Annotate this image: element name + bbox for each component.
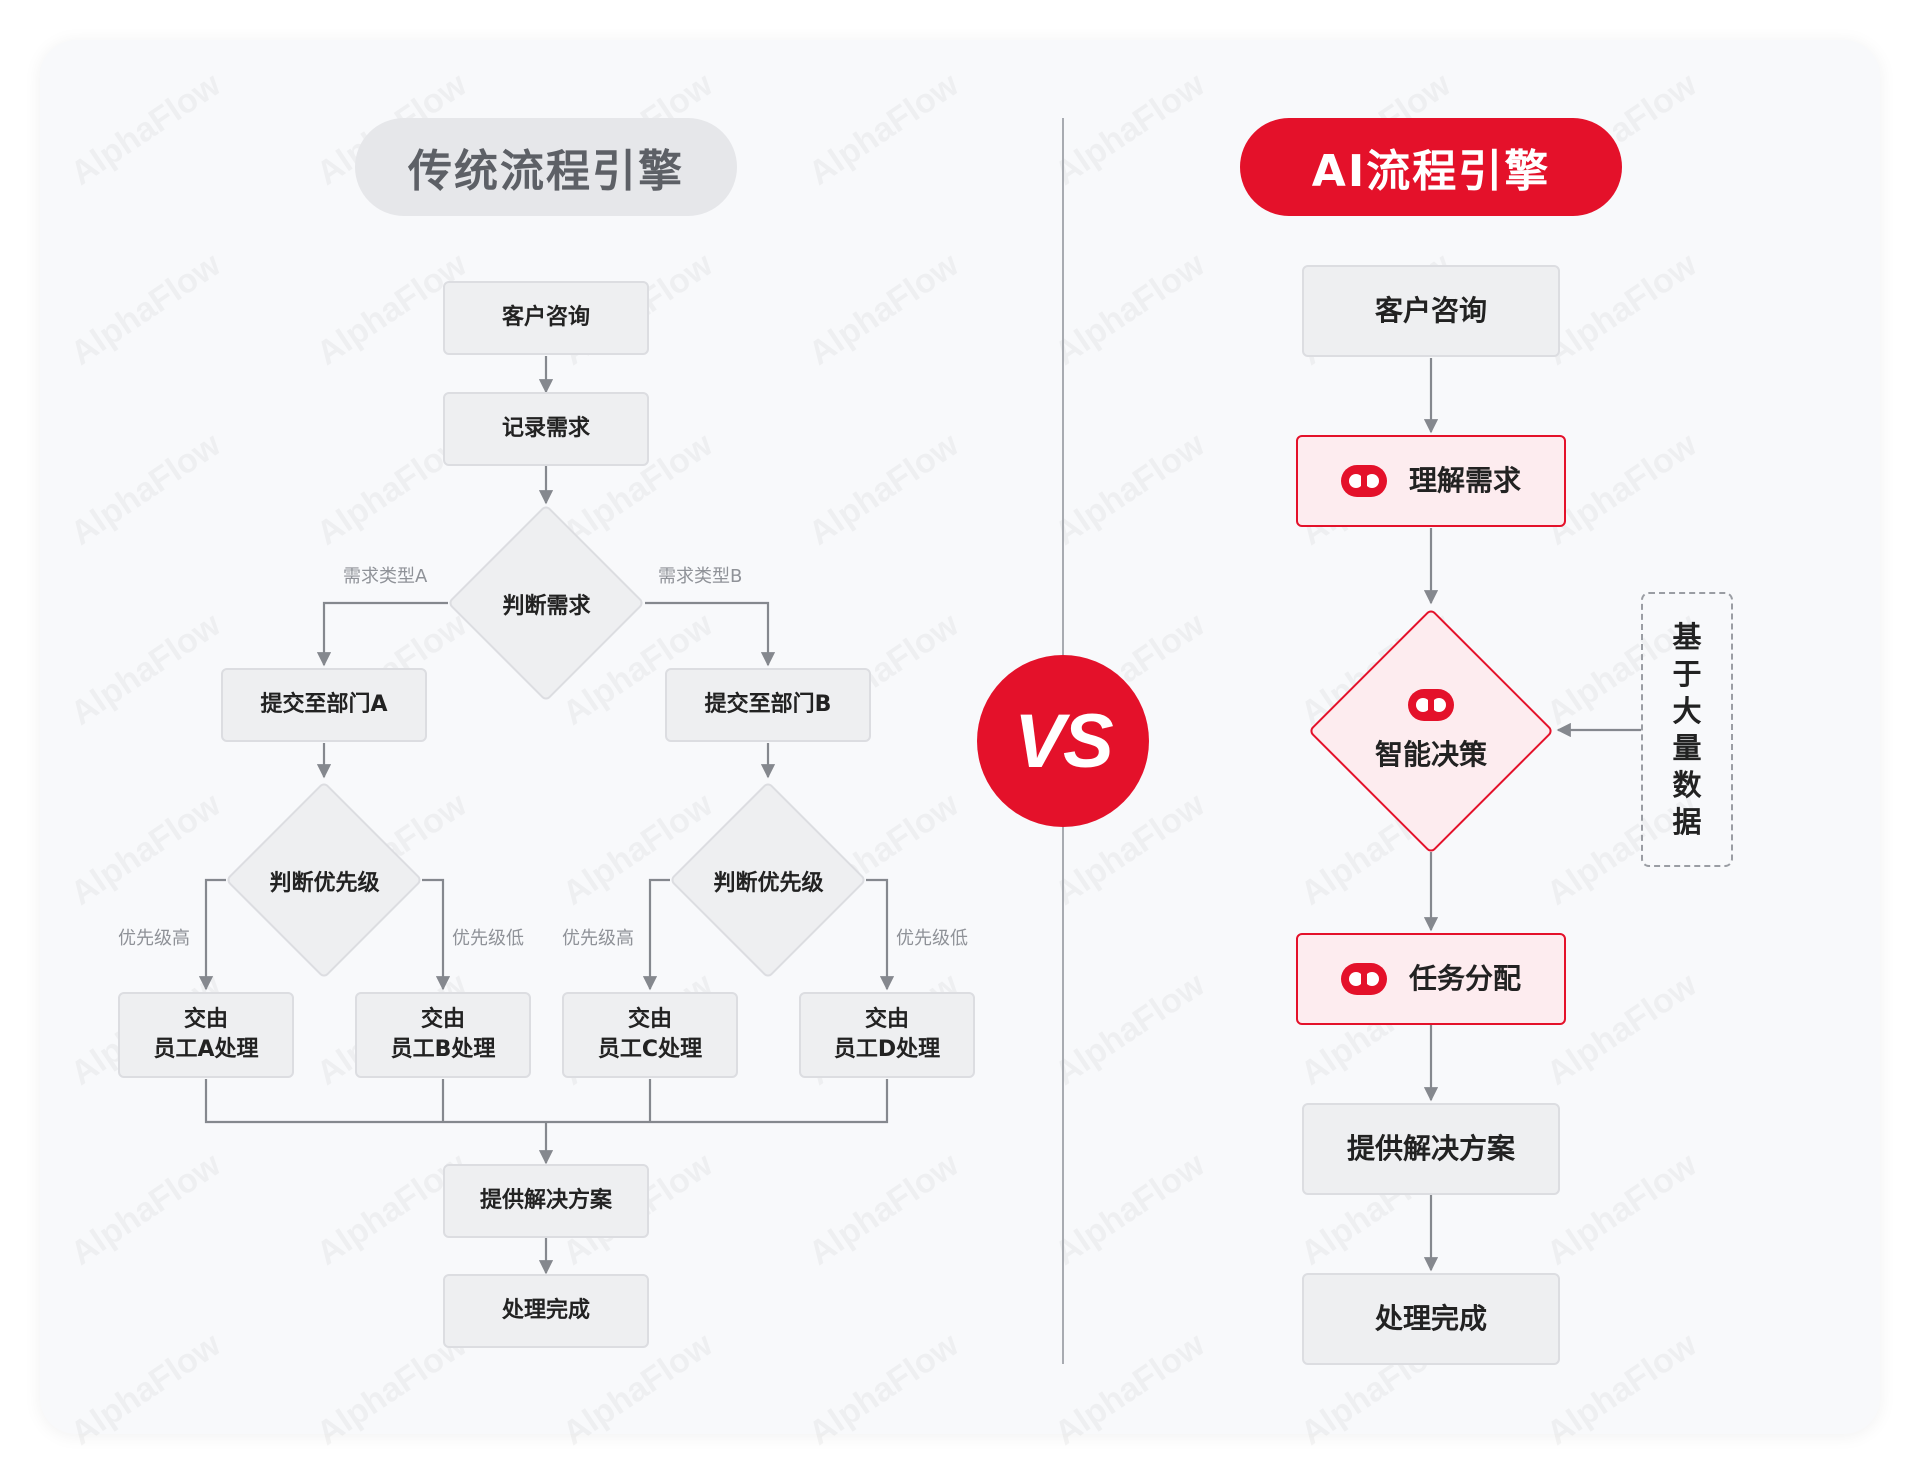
node-submit-dept-b: 提交至部门B xyxy=(665,668,871,742)
node-record-need: 记录需求 xyxy=(443,392,649,466)
ai-node-customer-consult: 客户咨询 xyxy=(1302,265,1560,357)
note-char: 基 xyxy=(1672,619,1702,654)
ai-node-understand-need: 理解需求 xyxy=(1296,435,1566,527)
node-customer-consult: 客户咨询 xyxy=(443,281,649,355)
decision-label: 智能决策 xyxy=(1374,738,1487,771)
decision-priority-b: 判断优先级 xyxy=(669,781,867,979)
decision-judge-need: 判断需求 xyxy=(447,504,645,702)
decision-label: 判断优先级 xyxy=(269,870,380,896)
note-char: 数 xyxy=(1672,767,1702,802)
ai-node-task-assign: 任务分配 xyxy=(1296,933,1566,1025)
vs-badge: VS xyxy=(977,655,1149,827)
connector-judge-dept-a xyxy=(316,601,448,667)
note-char: 于 xyxy=(1672,656,1702,691)
big-data-note: 基 于 大 量 数 据 xyxy=(1641,592,1733,867)
connector-priority-a-emp-a xyxy=(198,878,226,991)
decision-label: 判断需求 xyxy=(502,593,591,619)
edge-label-high-2: 优先级高 xyxy=(562,928,634,949)
node-process-done: 处理完成 xyxy=(443,1274,649,1348)
traditional-engine-title: 传统流程引擎 xyxy=(355,118,737,216)
decision-priority-a: 判断优先级 xyxy=(225,781,423,979)
edge-label-type-a: 需求类型A xyxy=(343,566,428,587)
connector-priority-b-emp-c xyxy=(642,878,670,991)
ai-node-provide-solution: 提供解决方案 xyxy=(1302,1103,1560,1195)
ai-decision-smart: 智能决策 xyxy=(1307,607,1555,855)
note-char: 大 xyxy=(1672,693,1702,728)
decision-label: 判断优先级 xyxy=(713,870,824,896)
node-provide-solution: 提供解决方案 xyxy=(443,1164,649,1238)
note-char: 据 xyxy=(1672,804,1702,839)
ai-engine-title: AI流程引擎 xyxy=(1240,118,1622,216)
connector-judge-dept-b xyxy=(645,601,776,667)
decision-shape xyxy=(1307,607,1555,855)
edge-label-type-b: 需求类型B xyxy=(658,566,743,587)
connector-merge xyxy=(204,1079,889,1124)
ai-node-process-done: 处理完成 xyxy=(1302,1273,1560,1365)
connector-priority-a-emp-b xyxy=(422,878,451,991)
node-employee-d: 交由员工D处理 xyxy=(799,992,975,1078)
node-submit-dept-a: 提交至部门A xyxy=(221,668,427,742)
robot-icon xyxy=(1408,689,1454,721)
edge-label-high-1: 优先级高 xyxy=(118,928,190,949)
edge-label-low-1: 优先级低 xyxy=(452,928,524,949)
node-employee-a: 交由员工A处理 xyxy=(118,992,294,1078)
robot-icon xyxy=(1340,963,1387,995)
connector-priority-b-emp-d xyxy=(866,878,895,991)
node-employee-b: 交由员工B处理 xyxy=(355,992,531,1078)
edge-label-low-2: 优先级低 xyxy=(896,928,968,949)
note-char: 量 xyxy=(1672,730,1702,765)
robot-icon xyxy=(1340,465,1387,497)
node-employee-c: 交由员工C处理 xyxy=(562,992,738,1078)
